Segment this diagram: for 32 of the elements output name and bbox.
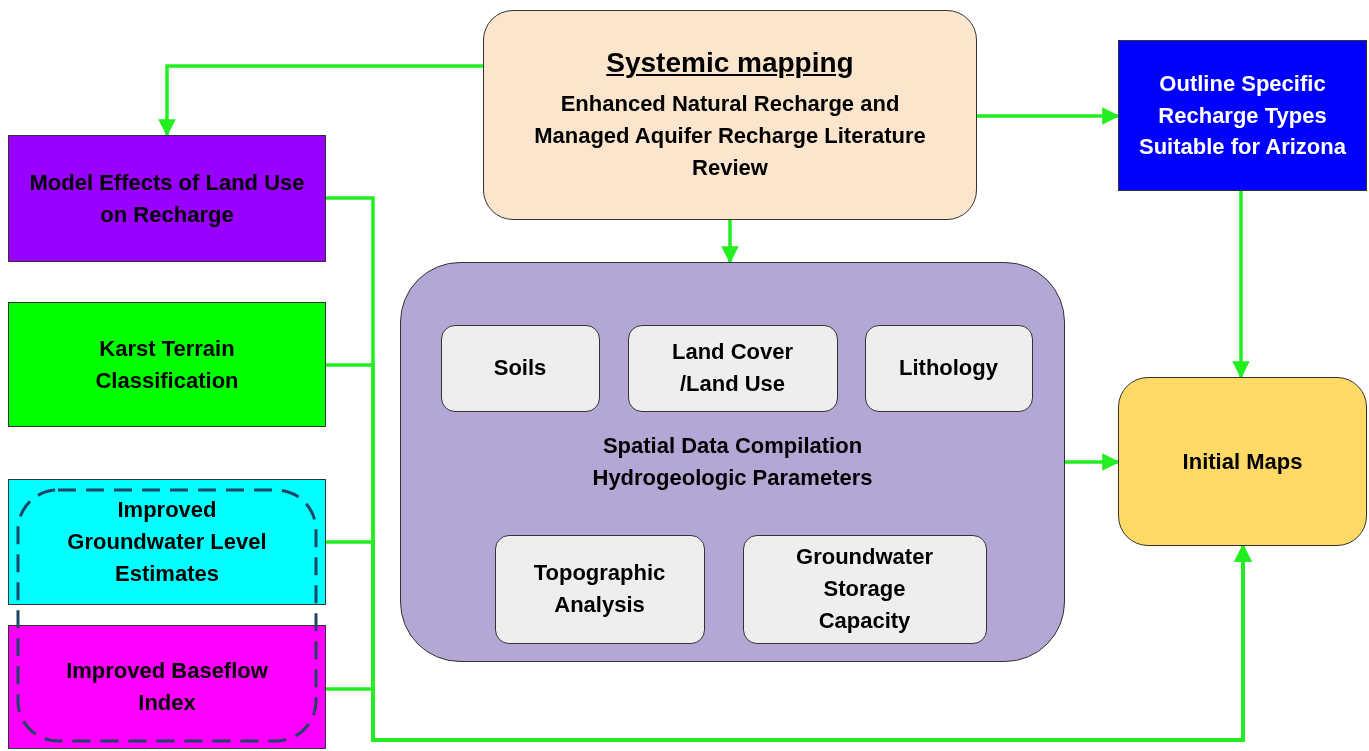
process-box — [440, 324, 600, 412]
process-box — [8, 625, 326, 749]
box-text: Karst Terrain Classification — [94, 334, 240, 395]
arrow — [977, 107, 1120, 125]
process-box — [1118, 377, 1367, 546]
box-text: Initial Maps — [1182, 447, 1303, 476]
group-box — [400, 262, 1065, 662]
box-text: Land Cover /Land Use — [671, 338, 794, 398]
process-box — [494, 534, 705, 644]
box-text: Outline Specific Recharge Types Suitable for Arizona — [1138, 69, 1347, 162]
box-text: Soils — [493, 354, 547, 383]
box-text: Improved Groundwater Level Estimates — [66, 496, 268, 588]
process-box — [864, 324, 1033, 412]
box-text: Groundwater Storage Capacity — [795, 543, 934, 635]
box-text: Spatial Data Compilation Hydrogeologic Parameters — [591, 432, 874, 492]
arrow — [721, 220, 739, 264]
process-box — [483, 10, 977, 220]
box-text: Lithology — [899, 354, 998, 383]
arrow — [158, 64, 483, 137]
arrow — [1065, 453, 1120, 471]
process-box — [742, 534, 987, 644]
process-box — [8, 302, 326, 427]
process-box — [1118, 40, 1367, 191]
box-text: Enhanced Natural Recharge and Managed Aquifer Recharge Literature Review — [533, 89, 927, 182]
process-box — [8, 479, 326, 605]
process-box — [8, 135, 326, 262]
box-text: Model Effects of Land Use on Recharge — [28, 168, 306, 229]
arrow — [1232, 191, 1250, 379]
box-text: Improved Baseflow Index — [65, 657, 269, 717]
box-text: Topographic Analysis — [532, 559, 667, 619]
process-box — [627, 324, 838, 412]
box-heading: Systemic mapping — [606, 46, 854, 80]
